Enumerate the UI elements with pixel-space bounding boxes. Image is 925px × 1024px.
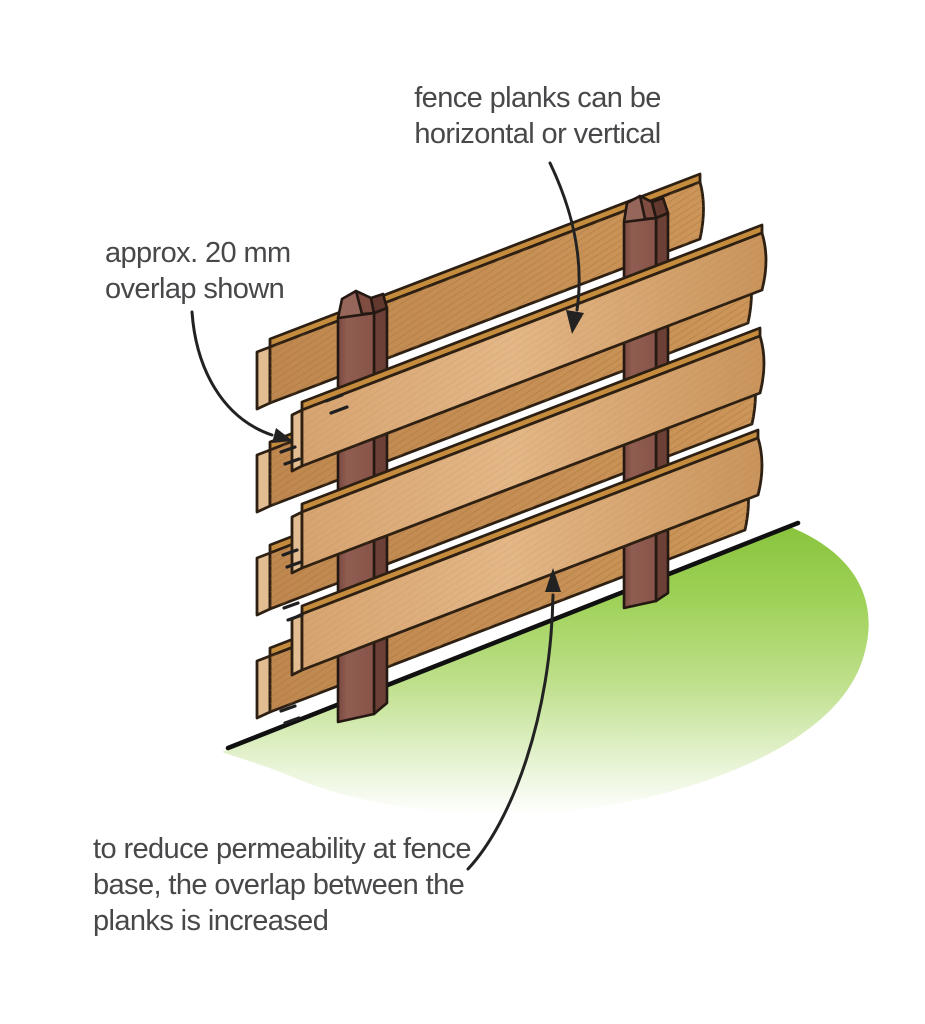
annotation-bottom: to reduce permeability at fence base, th… bbox=[93, 831, 472, 939]
fence-plank-front bbox=[290, 326, 766, 575]
arrow-left bbox=[190, 310, 274, 437]
annotation-left: approx. 20 mm overlap shown bbox=[105, 235, 291, 307]
arrow-bottom-head bbox=[545, 568, 561, 592]
annotation-line: base, the overlap between the bbox=[93, 869, 465, 901]
post-cap-side bbox=[650, 196, 670, 220]
arrow-bottom bbox=[466, 593, 555, 871]
annotation-line: planks is increased bbox=[93, 905, 329, 937]
ground-line bbox=[225, 520, 801, 751]
plank-end-grain bbox=[255, 345, 272, 411]
fence-plank-front bbox=[290, 223, 768, 473]
front-planks bbox=[290, 223, 768, 677]
annotation-line: overlap shown bbox=[105, 273, 285, 305]
arrow-top bbox=[548, 161, 581, 312]
plank-end-grain bbox=[255, 448, 272, 514]
annotation-line: approx. 20 mm bbox=[105, 237, 291, 269]
grass-ground bbox=[222, 526, 869, 815]
fence-plank-front bbox=[290, 428, 764, 677]
plank-end-grain bbox=[290, 612, 304, 677]
overlap-tick-marks bbox=[279, 393, 349, 725]
plank-end-grain bbox=[255, 654, 272, 720]
annotation-top: fence planks can be horizontal or vertic… bbox=[390, 80, 685, 152]
annotation-line: horizontal or vertical bbox=[414, 118, 661, 150]
arrow-left-head bbox=[272, 428, 293, 443]
annotation-line: to reduce permeability at fence bbox=[93, 833, 472, 865]
plank-end-grain bbox=[255, 551, 272, 617]
post-cap-side bbox=[369, 292, 389, 315]
annotation-arrows bbox=[190, 161, 584, 871]
arrow-top-head bbox=[566, 310, 584, 334]
annotation-line: fence planks can be bbox=[414, 82, 661, 114]
